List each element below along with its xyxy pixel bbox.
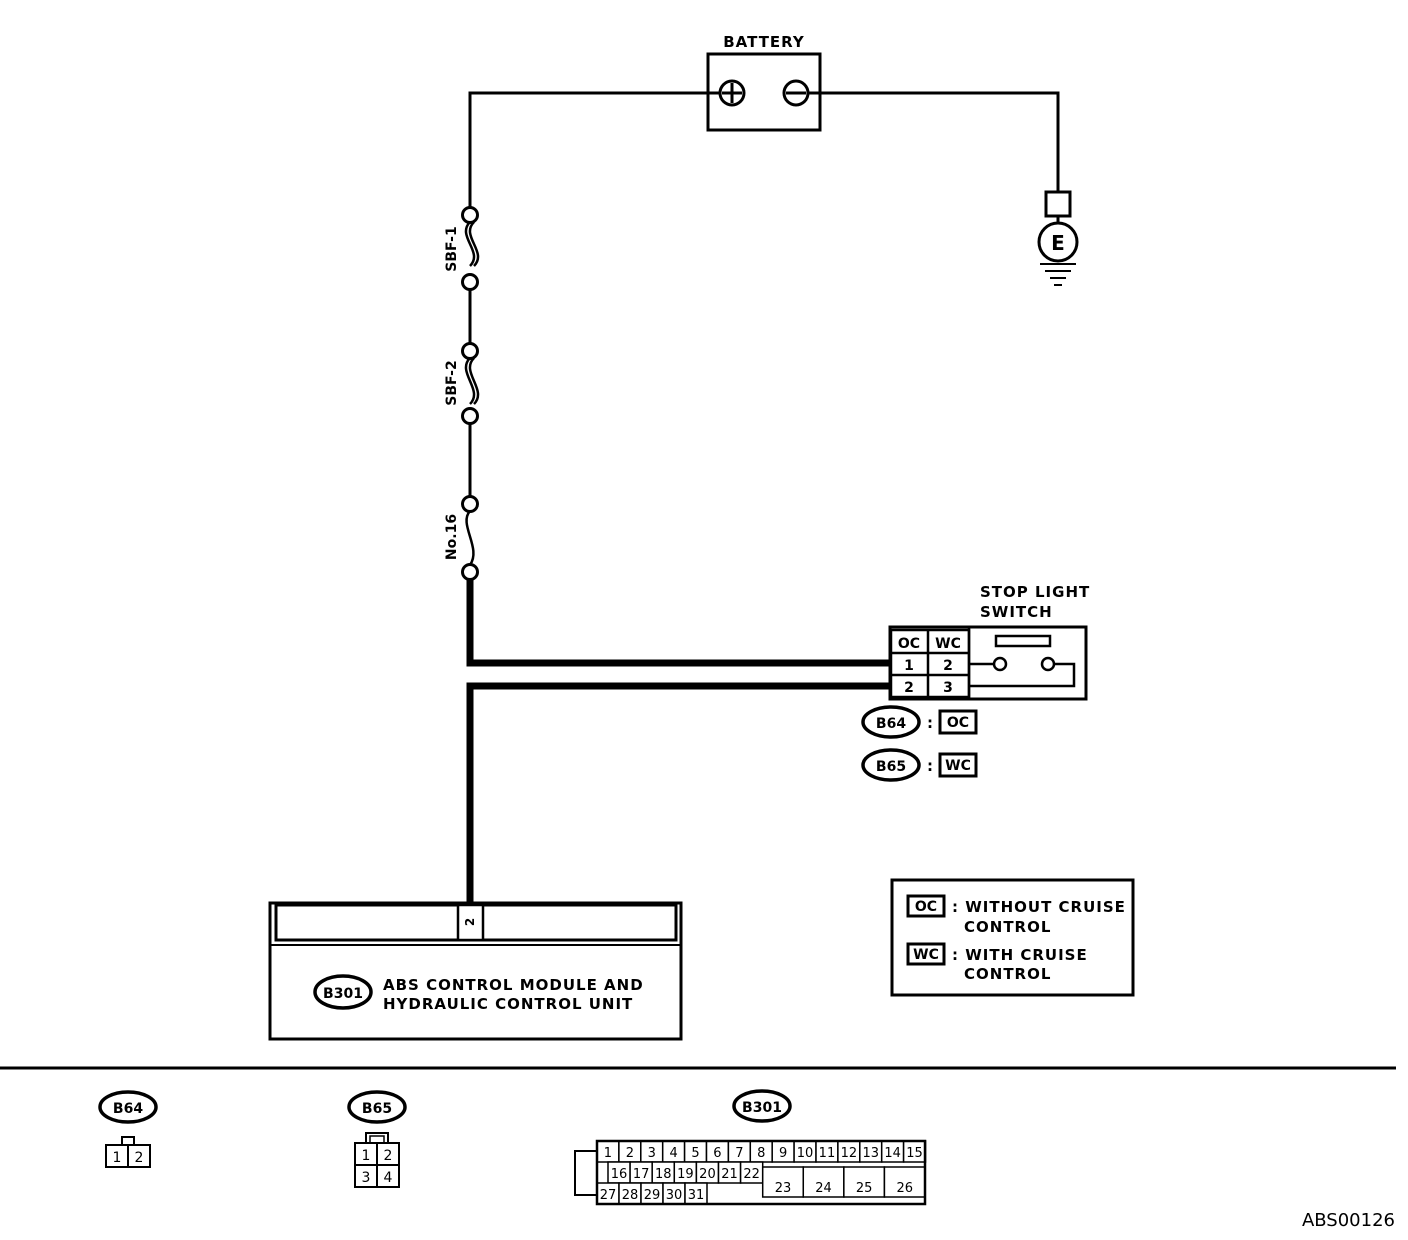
b301-pin-23: 23	[775, 1181, 792, 1196]
b65-pin-4: 4	[384, 1170, 393, 1186]
ground-label: E	[1051, 231, 1065, 255]
b301-pin-10: 10	[797, 1146, 814, 1161]
switch-pin-wc-1: 2	[943, 658, 953, 674]
b64-pin-2: 2	[135, 1150, 144, 1166]
legend-oc-tag: OC	[915, 899, 937, 915]
b301-pin-5: 5	[691, 1146, 699, 1161]
callout-b64-variant: OC	[947, 715, 969, 731]
switch-pin-wc-2: 3	[943, 680, 953, 696]
legend-oc-line1: : WITHOUT CRUISE	[952, 898, 1126, 916]
callout-b64-separator: :	[927, 714, 933, 732]
b301-pin-11: 11	[819, 1146, 836, 1161]
connector-view-b65-code: B65	[362, 1101, 392, 1117]
legend-wc-line1: : WITH CRUISE	[952, 946, 1088, 964]
b301-pin-15: 15	[906, 1146, 923, 1161]
b301-pin-14: 14	[884, 1146, 901, 1161]
b301-pin-28: 28	[622, 1188, 639, 1203]
wire-fuse-to-switch	[466, 580, 890, 667]
b301-pin-6: 6	[713, 1146, 721, 1161]
b301-pin-4: 4	[670, 1146, 678, 1161]
callout-b65-variant: WC	[945, 758, 971, 774]
b301-pin-8: 8	[757, 1146, 765, 1161]
legend-wc-line2: CONTROL	[964, 965, 1051, 983]
abs-module-line2: HYDRAULIC CONTROL UNIT	[383, 995, 633, 1013]
connector-callout-b65: B65 : WC	[861, 748, 978, 782]
battery: BATTERY	[706, 33, 822, 132]
abs-pin-cell	[456, 903, 485, 942]
b301-pin-26-cell	[883, 1166, 926, 1198]
wire-switch-to-abs	[466, 682, 890, 904]
battery-label: BATTERY	[723, 33, 805, 51]
b301-pin-17: 17	[633, 1167, 650, 1182]
b301-pin-23-cell	[761, 1166, 805, 1198]
wire-battery-to-ground	[808, 91, 1060, 192]
b301-frame	[595, 1139, 927, 1206]
fuse-sbf1-label: SBF-1	[444, 226, 460, 271]
b301-pin-2: 2	[626, 1146, 634, 1161]
b301-pin-22: 22	[743, 1167, 760, 1182]
callout-b65-code: B65	[876, 759, 906, 775]
b301-pin-12: 12	[841, 1146, 858, 1161]
b301-pin-27: 27	[600, 1188, 617, 1203]
b301-pin-3: 3	[648, 1146, 656, 1161]
b64-pin-1: 1	[113, 1150, 122, 1166]
fuse-sbf2-label: SBF-2	[444, 360, 460, 405]
connector-view-b65: B65 1 2 3 4	[347, 1090, 407, 1188]
switch-header-wc: WC	[935, 636, 961, 652]
b301-pin-21: 21	[721, 1167, 738, 1182]
b65-pin-3: 3	[362, 1170, 371, 1186]
b301-pin-19: 19	[677, 1167, 694, 1182]
callout-b64-code: B64	[876, 716, 906, 732]
fuse-sbf1: SBF-1	[444, 206, 480, 291]
battery-positive-terminal	[718, 79, 746, 107]
ground-symbol: E	[1037, 190, 1079, 286]
switch-header-oc: OC	[898, 636, 920, 652]
b301-pin-31: 31	[688, 1188, 705, 1203]
b301-pin-29: 29	[644, 1188, 661, 1203]
b301-pin-26: 26	[896, 1181, 913, 1196]
b301-pin-24-cell	[802, 1166, 845, 1198]
figure-id: ABS00126	[1302, 1210, 1395, 1231]
b301-pin-7: 7	[735, 1146, 743, 1161]
switch-contact-2	[1040, 656, 1056, 672]
legend-box: OC : WITHOUT CRUISE CONTROL WC : WITH CR…	[890, 878, 1135, 997]
stop-light-switch: STOP LIGHT SWITCH OC WC 1 2 2 3	[888, 583, 1090, 701]
battery-negative-terminal	[782, 79, 810, 107]
connector-view-b301-code: B301	[742, 1100, 782, 1116]
b301-pin-1: 1	[604, 1146, 612, 1161]
b301-pin-18: 18	[655, 1167, 672, 1182]
connector-view-b64: B64 1 2	[98, 1090, 158, 1168]
abs-connector-code: B301	[323, 986, 363, 1002]
b65-pin-2: 2	[384, 1148, 393, 1164]
b65-pin-1: 1	[362, 1148, 371, 1164]
switch-pin-oc-1: 1	[904, 658, 914, 674]
abs-pin-label: 2	[463, 918, 477, 926]
legend-oc-line2: CONTROL	[964, 918, 1051, 936]
stop-light-switch-title-2: SWITCH	[980, 603, 1053, 621]
b301-pin-16: 16	[611, 1167, 628, 1182]
connector-callout-b64: B64 : OC	[861, 705, 978, 739]
b301-pin-25: 25	[856, 1181, 873, 1196]
abs-module-line1: ABS CONTROL MODULE AND	[383, 976, 644, 994]
b301-pin-30: 30	[666, 1188, 683, 1203]
abs-control-module: 2 B301 ABS CONTROL MODULE AND HYDRAULIC …	[268, 901, 683, 1041]
fuse-sbf2: SBF-2	[444, 342, 480, 425]
switch-pin-oc-2: 2	[904, 680, 914, 696]
wire-battery-to-sbf1	[468, 91, 720, 208]
b301-pin-9: 9	[779, 1146, 787, 1161]
switch-plunger	[994, 634, 1052, 648]
fuse-no16: No.16	[444, 495, 479, 581]
b301-pin-24: 24	[815, 1181, 832, 1196]
b301-pin-20: 20	[699, 1167, 716, 1182]
fuse-no16-label: No.16	[444, 514, 460, 560]
connector-view-b64-code: B64	[113, 1101, 143, 1117]
switch-contact-1	[992, 656, 1008, 672]
legend-wc-tag: WC	[913, 947, 939, 963]
b301-pin-13: 13	[862, 1146, 879, 1161]
callout-b65-separator: :	[927, 757, 933, 775]
stop-light-switch-title-1: STOP LIGHT	[980, 583, 1090, 601]
